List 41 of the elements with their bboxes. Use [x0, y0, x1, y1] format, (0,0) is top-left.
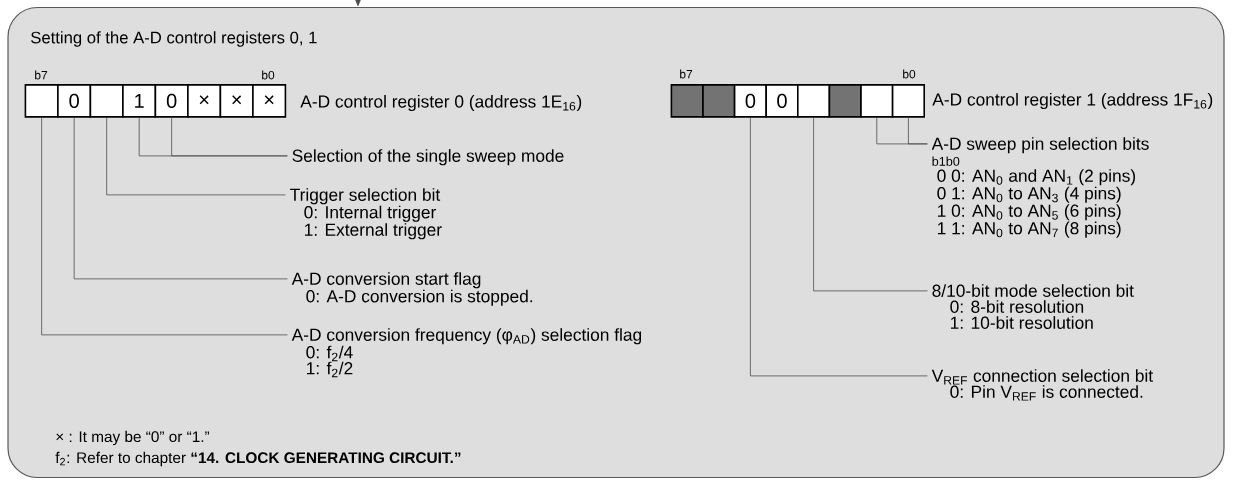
bit-label: b7: [35, 70, 48, 80]
bit-description: Selection of the single sweep mode: [292, 149, 564, 166]
bit-description: V$_{REF}$ connection selection bit 0: Pin V$_{REF}$ is connected.: [931, 369, 1153, 401]
bit-cell: [860, 84, 894, 118]
bit-cell: 0: [765, 84, 799, 118]
bit-cell: ×: [219, 84, 254, 118]
bit-cell: ×: [187, 84, 222, 118]
bit-label: b0: [262, 70, 275, 80]
bit-cell: 0: [57, 84, 92, 118]
bit-description: 8/10-bit mode selection bit 0: 8-bit resolution 1: 10-bit resolution: [932, 284, 1134, 329]
register-name: A-D control register 1 (address 1F$_{16}$): [932, 92, 1213, 110]
leader-line: [73, 117, 288, 280]
bit-description: Trigger selection bit 0: Internal trigger 1: External trigger: [290, 188, 442, 240]
bit-cell: [24, 84, 59, 118]
panel-title: Setting of the A-D control registers 0, 1: [31, 31, 317, 47]
bit-cell: 0: [154, 84, 189, 118]
bit-description: A-D conversion start flag 0: A-D conversion is stopped.: [291, 272, 533, 306]
bit-cell: [670, 84, 704, 118]
leader-line: [171, 117, 288, 157]
bit-label: b0: [903, 69, 916, 79]
bit-description: A-D conversion frequency (φ$_{AD}$) selection flag 0: f$_{2}$/4 1: f$_{2}$/2: [291, 328, 642, 378]
leader-line: [908, 117, 928, 145]
bit-cell: ×: [252, 84, 287, 118]
bit-cell: [891, 84, 925, 118]
arrow: [354, 0, 362, 7]
bit-cell: [702, 84, 736, 118]
bit-cell: [89, 84, 124, 118]
bit-label: b7: [680, 69, 693, 79]
bit-cell: 1: [122, 84, 157, 118]
bit-cell: 0: [733, 84, 767, 118]
leader-line: [813, 117, 928, 292]
leader-line: [41, 117, 288, 336]
leader-line: [106, 117, 286, 196]
panel: [7, 6, 1225, 479]
bit-cell: [828, 84, 862, 118]
note: × : It may be “0” or “1.”: [56, 430, 210, 446]
leader-line: [750, 117, 928, 377]
register-name: A-D control register 0 (address 1E$_{16}$): [300, 94, 582, 112]
bit-description: A-D sweep pin selection bits b1b0 0 0: AN$_{0}$ and AN$_{1}$ (2 pins) 0 1: AN$_{0}$ to AN$_{3}$ (4 pins) 1 0: AN$_{0}$ to AN$_{5}$ (6 pins) 1 1: AN$_{0}$ to AN$_{7}$ (8 pins): [931, 137, 1149, 238]
bit-cell: [797, 84, 831, 118]
note: f$_{2}$: Refer to chapter “14. CLOCK GENERATING CIRCUIT.”: [55, 451, 461, 467]
